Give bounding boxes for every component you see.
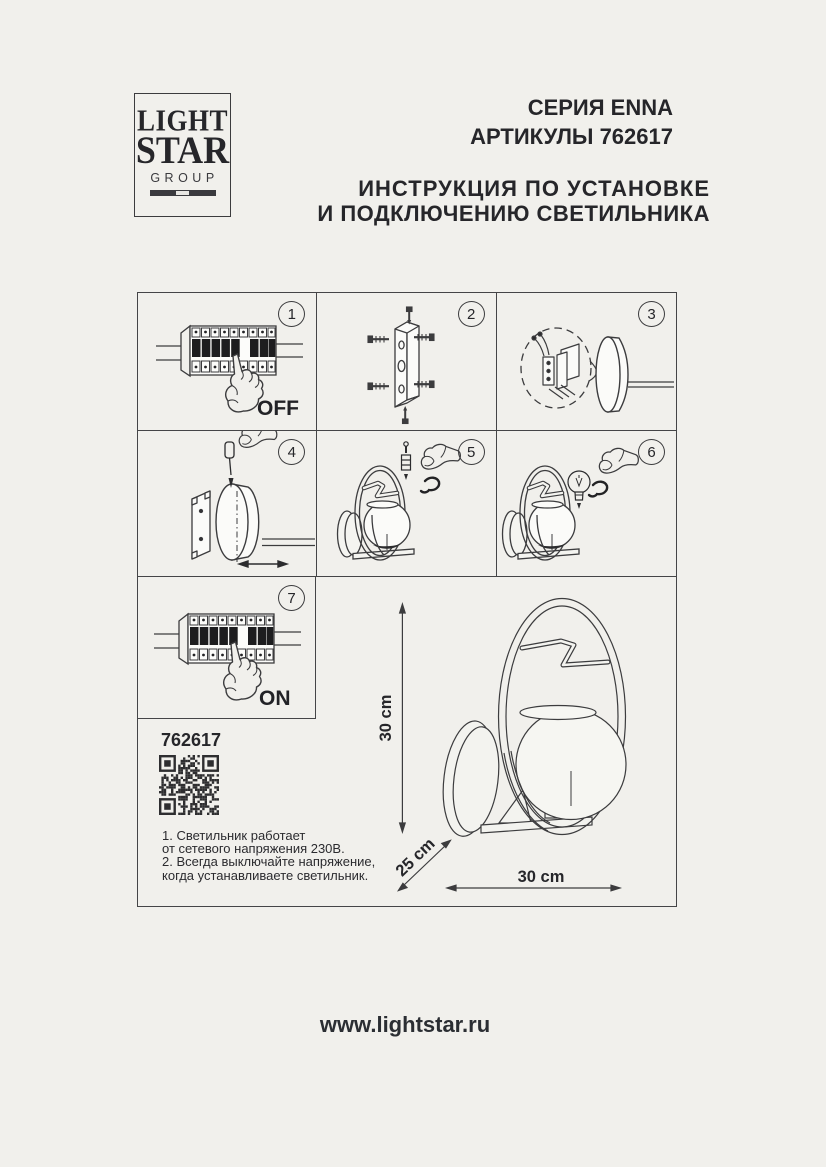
step-4-number: 4 [278,439,306,465]
step-1-breaker-off-illustration [156,324,303,413]
step-1-off-label: OFF [257,397,299,420]
step-3-number: 3 [637,301,665,327]
logo-star-text: STAR [135,128,230,172]
instruction-title-line1: ИНСТРУКЦИЯ ПО УСТАНОВКЕ [358,176,710,201]
height-dimension-label: 30 cm [377,695,395,742]
product-code: 762617 [161,730,222,750]
step-3-cell: 3 [497,293,676,430]
note-line-1: 1. Светильник работает [162,828,306,843]
step-7-number: 7 [278,585,305,611]
logo-light-text: LIGHT [136,102,229,138]
width-dimension-label: 30 cm [518,868,565,886]
instruction-title-line2: И ПОДКЛЮЧЕНИЮ СВЕТИЛЬНИКА [317,201,710,226]
lamp-dimensions-drawing: 30 cm 30 cm 25 cm [377,597,627,892]
note-line-4: когда устанавливаете светильник. [162,867,369,883]
step-5-cell: 5 [317,431,497,576]
step-2-cell: 2 [317,293,497,430]
step-4-mount-illustration [191,431,315,568]
note-line-2: от сетевого напряжения 230В. [162,841,345,857]
step-6-cell: 6 [497,431,676,576]
instruction-steps-grid: 1 OFF [137,292,677,907]
step-3-wiring-illustration [520,327,674,413]
step-7-breaker-on-illustration [154,612,301,701]
step-7-cell: 7 ON [138,577,316,719]
step-2-number: 2 [457,301,485,327]
step-7-on-label: ON [259,687,291,710]
note-line-3: 2. Всегда выключайте напряжение, [162,854,376,870]
article-number: АРТИКУЛЫ 762617 [470,124,673,149]
step-4-cell: 4 [138,431,318,576]
product-notes: 1. Светильник работает от сетевого напря… [162,829,375,882]
step-1-number: 1 [278,301,306,327]
website-url: www.lightstar.ru [319,1012,491,1037]
series-title: СЕРИЯ ENNA [527,95,673,120]
logo-group-text: GROUP [150,171,219,186]
step-5-socket-illustration [337,441,462,561]
logo-bar [149,190,216,197]
step-6-number: 6 [637,439,665,465]
step-2-bracket-illustration [367,306,435,425]
step-1-cell: 1 OFF [138,293,318,430]
qr-code [159,755,219,815]
step-6-bulb-illustration [501,447,639,561]
step-5-number: 5 [457,439,485,465]
lightstar-logo: LIGHT STAR GROUP [134,93,231,217]
